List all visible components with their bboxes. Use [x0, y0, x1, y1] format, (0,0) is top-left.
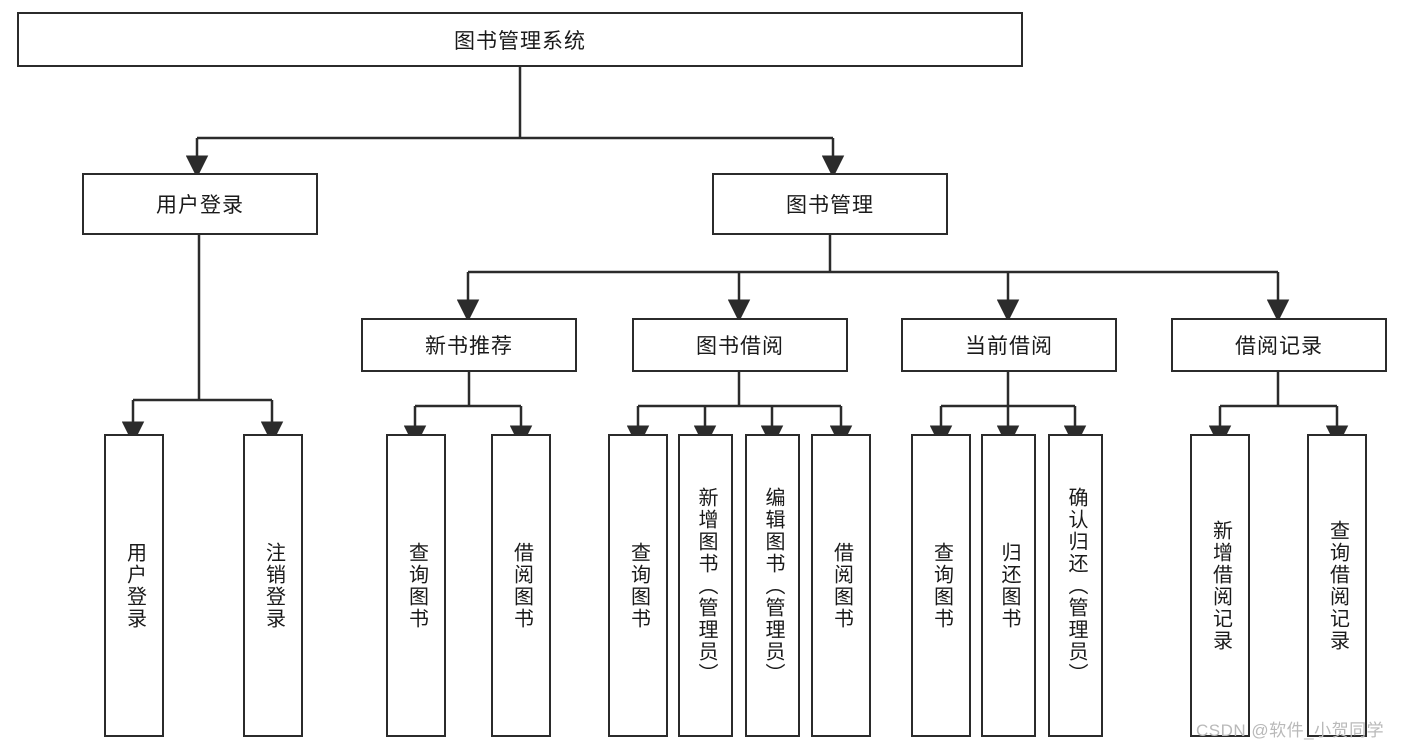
leaf-current-return-book[interactable]: 归还图书: [981, 434, 1036, 737]
node-new-book-recommend[interactable]: 新书推荐: [361, 318, 577, 372]
leaf-borrow-borrow-book-label: 借阅图书: [830, 541, 853, 630]
leaf-user-logout-label: 注销登录: [262, 541, 285, 630]
leaf-user-logout[interactable]: 注销登录: [243, 434, 303, 737]
node-user-login-label: 用户登录: [156, 194, 244, 217]
node-borrow-record-label: 借阅记录: [1235, 335, 1323, 358]
leaf-recommend-borrow-book[interactable]: 借阅图书: [491, 434, 551, 737]
node-book-management[interactable]: 图书管理: [712, 173, 948, 235]
leaf-borrow-edit-book-label: 编辑图书（管理员）: [762, 486, 784, 685]
node-root-label: 图书管理系统: [454, 29, 586, 53]
leaf-current-return-book-label: 归还图书: [998, 541, 1020, 630]
leaf-current-confirm-return-label: 确认归还（管理员）: [1065, 486, 1087, 685]
leaf-record-query-record[interactable]: 查询借阅记录: [1307, 434, 1367, 737]
node-book-borrow[interactable]: 图书借阅: [632, 318, 848, 372]
leaf-recommend-query-book[interactable]: 查询图书: [386, 434, 446, 737]
node-book-borrow-label: 图书借阅: [696, 335, 784, 358]
leaf-user-login-label: 用户登录: [123, 541, 146, 630]
leaf-current-query-book[interactable]: 查询图书: [911, 434, 971, 737]
leaf-borrow-borrow-book[interactable]: 借阅图书: [811, 434, 871, 737]
leaf-recommend-borrow-book-label: 借阅图书: [510, 541, 533, 630]
node-user-login[interactable]: 用户登录: [82, 173, 318, 235]
leaf-borrow-query-book-label: 查询图书: [627, 541, 650, 630]
node-borrow-record[interactable]: 借阅记录: [1171, 318, 1387, 372]
leaf-user-login[interactable]: 用户登录: [104, 434, 164, 737]
leaf-borrow-add-book[interactable]: 新增图书（管理员）: [678, 434, 733, 737]
node-current-borrow-label: 当前借阅: [965, 335, 1053, 358]
leaf-borrow-query-book[interactable]: 查询图书: [608, 434, 668, 737]
leaf-borrow-add-book-label: 新增图书（管理员）: [695, 486, 717, 685]
leaf-record-add-record-label: 新增借阅记录: [1209, 519, 1232, 652]
leaf-current-query-book-label: 查询图书: [930, 541, 953, 630]
node-root[interactable]: 图书管理系统: [17, 12, 1023, 67]
leaf-record-add-record[interactable]: 新增借阅记录: [1190, 434, 1250, 737]
node-current-borrow[interactable]: 当前借阅: [901, 318, 1117, 372]
leaf-current-confirm-return[interactable]: 确认归还（管理员）: [1048, 434, 1103, 737]
leaf-recommend-query-book-label: 查询图书: [405, 541, 428, 630]
leaf-borrow-edit-book[interactable]: 编辑图书（管理员）: [745, 434, 800, 737]
node-new-book-recommend-label: 新书推荐: [425, 335, 513, 358]
node-book-management-label: 图书管理: [786, 194, 874, 217]
leaf-record-query-record-label: 查询借阅记录: [1326, 519, 1349, 652]
